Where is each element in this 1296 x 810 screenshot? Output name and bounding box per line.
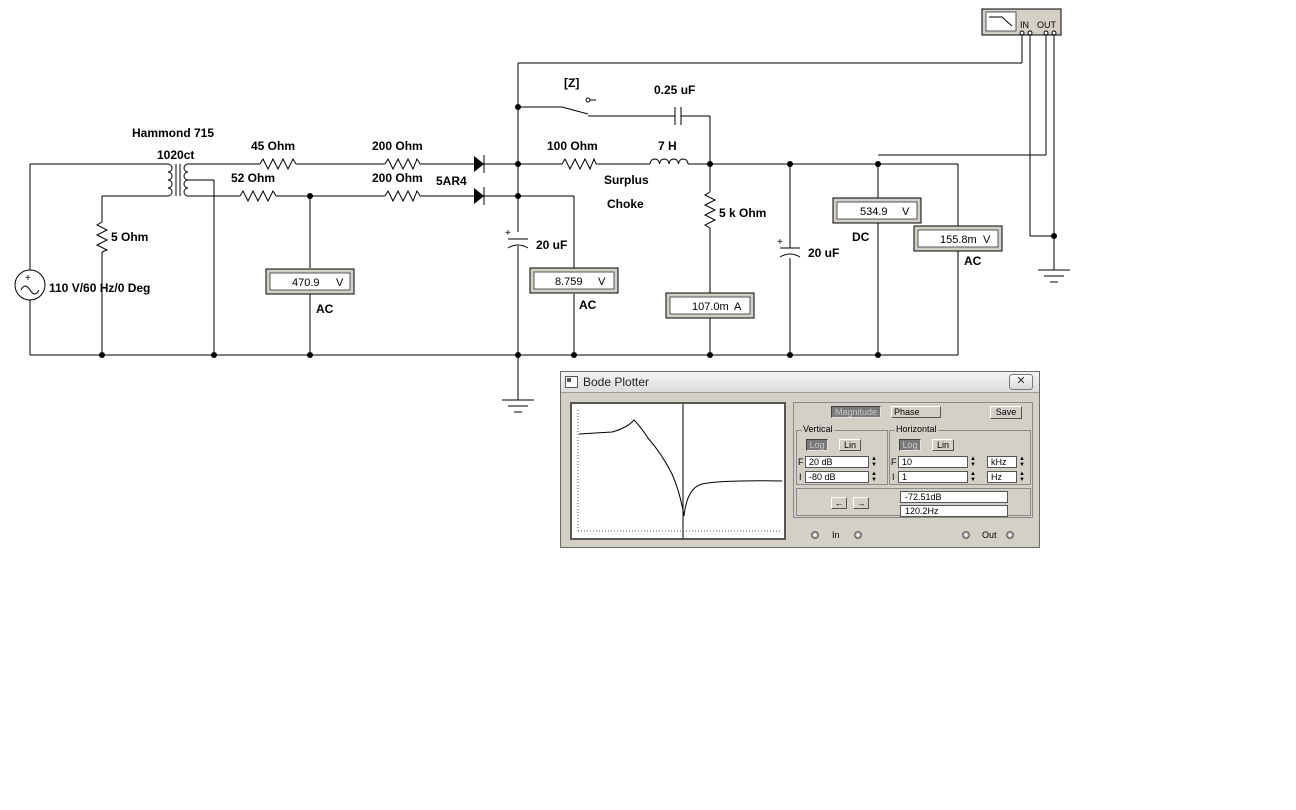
horizontal-final-input[interactable]: 10 (898, 456, 968, 468)
label-choke-2: Choke (607, 197, 644, 211)
horizontal-initial-spinner[interactable]: ▲▼ (970, 471, 976, 483)
capacitor-icons (507, 107, 801, 258)
bode-plotter-symbol[interactable]: IN OUT (981, 8, 1062, 36)
vertical-title: Vertical (802, 424, 834, 434)
label-cap-top: 0.25 uF (654, 83, 695, 97)
vertical-initial-input[interactable]: -80 dB (805, 471, 869, 483)
bode-symbol-in: IN (1020, 20, 1029, 30)
bode-plot-graph (577, 404, 783, 538)
meter-4-value: 534.9 (860, 206, 888, 218)
label-mode-dc: DC (852, 230, 870, 244)
ac-source-icon[interactable]: + (14, 269, 46, 301)
label-r1: 45 Ohm (251, 139, 295, 153)
horizontal-final-spinner[interactable]: ▲▼ (970, 456, 976, 468)
vertical-log-button[interactable]: Log (806, 439, 828, 451)
transformer-icon (167, 163, 189, 197)
out-terminal-plus[interactable] (962, 531, 970, 539)
bode-plotter-window[interactable]: Bode Plotter ✕ Magnitude Phase Save Vert… (560, 371, 1040, 548)
vertical-f-label: F (798, 457, 804, 467)
label-switch-key: [Z] (564, 76, 579, 90)
in-terminal-minus[interactable] (854, 531, 862, 539)
label-r2: 52 Ohm (231, 171, 275, 185)
label-choke-1: Surplus (604, 173, 649, 187)
meter-1-unit: V (336, 277, 344, 289)
label-transformer-sub: 1020ct (157, 148, 194, 162)
cursor-left-button[interactable]: ← (831, 497, 847, 509)
svg-text:+: + (777, 237, 783, 248)
horizontal-log-button[interactable]: Log (899, 439, 921, 451)
label-r3: 200 Ohm (372, 139, 423, 153)
multimeter-1[interactable]: 470.9 V (265, 268, 355, 295)
multimeter-ac-out[interactable]: 155.8m V (913, 225, 1003, 252)
switch-icon[interactable] (585, 97, 596, 103)
close-button[interactable]: ✕ (1009, 374, 1033, 390)
label-r-choke: 100 Ohm (547, 139, 598, 153)
label-mode-ac-1: AC (316, 302, 334, 316)
junction-dots (99, 104, 1057, 358)
window-title: Bode Plotter (583, 375, 650, 389)
meter-5-unit: V (983, 234, 991, 246)
vertical-final-input[interactable]: 20 dB (805, 456, 869, 468)
horizontal-initial-unit-spinner[interactable]: ▲▼ (1019, 471, 1025, 483)
svg-text:+: + (505, 228, 511, 239)
window-app-icon (565, 376, 578, 388)
meter-4-unit: V (902, 206, 910, 218)
horizontal-initial-input[interactable]: 1 (898, 471, 968, 483)
label-cap1: 20 uF (536, 238, 567, 252)
horizontal-final-unit-select[interactable]: kHz (987, 456, 1017, 468)
bode-plot-screen[interactable] (570, 402, 786, 540)
label-source: 110 V/60 Hz/0 Deg (49, 281, 150, 295)
save-button[interactable]: Save (990, 406, 1022, 419)
label-rectifier: 5AR4 (436, 174, 467, 188)
magnitude-curve (578, 419, 783, 517)
bode-controls-panel: Magnitude Phase Save Vertical Log Lin F … (793, 402, 1033, 518)
vertical-initial-spinner[interactable]: ▲▼ (871, 471, 877, 483)
label-cap2: 20 uF (808, 246, 839, 260)
magnitude-button[interactable]: Magnitude (831, 406, 881, 418)
label-r5: 5 Ohm (111, 230, 148, 244)
multimeter-dc[interactable]: 534.9 V (832, 197, 922, 224)
in-terminal-label: In (832, 530, 840, 540)
diode-icons (474, 155, 485, 205)
out-terminal-minus[interactable] (1006, 531, 1014, 539)
bode-symbol-out: OUT (1037, 20, 1057, 30)
bode-titlebar[interactable]: Bode Plotter ✕ (561, 372, 1039, 393)
resistor-icons (95, 157, 717, 253)
label-inductor: 7 H (658, 139, 677, 153)
horizontal-group: Horizontal Log Lin F 10 ▲▼ kHz ▲▼ I 1 ▲▼… (889, 424, 1031, 485)
label-r-load: 5 k Ohm (719, 206, 766, 220)
readout-group: ← → -72.51dB 120.2Hz (796, 488, 1031, 517)
vertical-final-spinner[interactable]: ▲▼ (871, 456, 877, 468)
label-mode-ac-3: AC (964, 254, 982, 268)
magnitude-readout: -72.51dB (900, 491, 1008, 503)
out-terminal-label: Out (982, 530, 997, 540)
label-transformer-name: Hammond 715 (132, 126, 214, 140)
meter-1-value: 470.9 (292, 277, 320, 289)
frequency-readout: 120.2Hz (900, 505, 1008, 517)
meter-2-unit: V (598, 276, 606, 288)
meter-5-value: 155.8m (940, 234, 977, 246)
meter-2-value: 8.759 (555, 276, 583, 288)
label-mode-ac-2: AC (579, 298, 597, 312)
cursor-right-button[interactable]: → (853, 497, 869, 509)
vertical-group: Vertical Log Lin F 20 dB ▲▼ I -80 dB ▲▼ (796, 424, 888, 485)
vertical-i-label: I (799, 472, 802, 482)
horizontal-title: Horizontal (895, 424, 938, 434)
horizontal-final-unit-spinner[interactable]: ▲▼ (1019, 456, 1025, 468)
vertical-lin-button[interactable]: Lin (839, 439, 861, 451)
horizontal-lin-button[interactable]: Lin (932, 439, 954, 451)
in-terminal-plus[interactable] (811, 531, 819, 539)
meter-3-unit: A (734, 301, 742, 313)
label-r4: 200 Ohm (372, 171, 423, 185)
phase-button[interactable]: Phase (891, 406, 941, 418)
svg-text:+: + (25, 273, 31, 284)
meter-3-value: 107.0m (692, 301, 729, 313)
horizontal-i-label: I (892, 472, 895, 482)
horizontal-f-label: F (891, 457, 897, 467)
ammeter[interactable]: 107.0m A (665, 292, 755, 319)
horizontal-initial-unit-select[interactable]: Hz (987, 471, 1017, 483)
multimeter-2[interactable]: 8.759 V (529, 267, 619, 294)
inductor-icon (649, 158, 689, 165)
